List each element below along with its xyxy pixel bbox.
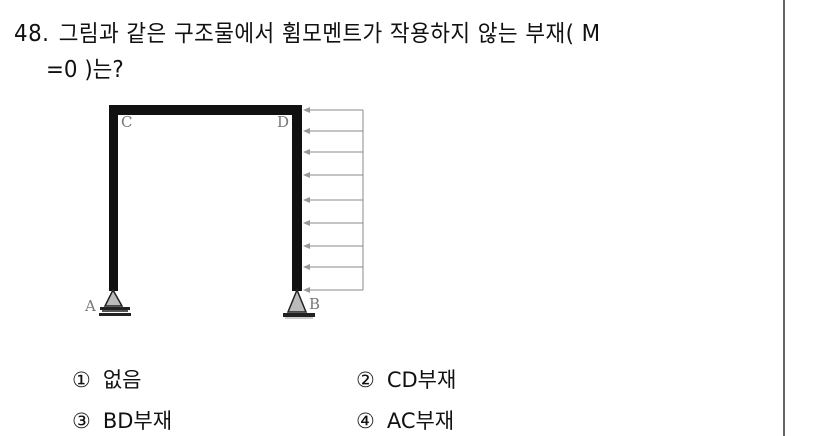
choice-4[interactable]: ④ AC부재 bbox=[356, 405, 454, 435]
choice-4-mark: ④ bbox=[356, 409, 375, 433]
label-b: B bbox=[309, 295, 320, 313]
member-cd bbox=[109, 105, 301, 115]
label-d: D bbox=[277, 113, 289, 131]
choice-1-label: 없음 bbox=[102, 368, 142, 392]
question-number: 48. bbox=[14, 21, 50, 47]
question-text-line1: 48. 그림과 같은 구조물에서 휨모멘트가 작용하지 않는 부재( M bbox=[14, 14, 601, 48]
choice-4-label: AC부재 bbox=[386, 409, 455, 433]
choice-2[interactable]: ② CD부재 bbox=[356, 364, 456, 394]
choice-3-label: BD부재 bbox=[102, 409, 173, 433]
structure-diagram: C D A B bbox=[70, 90, 390, 330]
choice-1-mark: ① bbox=[72, 368, 91, 392]
support-a-roller-icon bbox=[99, 288, 131, 316]
label-c: C bbox=[121, 113, 132, 131]
choice-1[interactable]: ① 없음 bbox=[72, 364, 141, 394]
support-b-pin-icon bbox=[283, 288, 315, 319]
choice-2-label: CD부재 bbox=[386, 368, 457, 392]
choice-3[interactable]: ③ BD부재 bbox=[72, 405, 172, 435]
question-text-line2: =0 )는? bbox=[46, 57, 124, 83]
member-ac bbox=[109, 105, 118, 291]
label-a: A bbox=[84, 297, 96, 315]
question-text: 그림과 같은 구조물에서 휨모멘트가 작용하지 않는 부재( M bbox=[58, 21, 601, 47]
member-bd bbox=[292, 105, 302, 291]
page-right-border bbox=[783, 0, 785, 436]
distributed-load-arrows bbox=[304, 109, 364, 291]
choice-3-mark: ③ bbox=[72, 409, 91, 433]
choice-2-mark: ② bbox=[356, 368, 375, 392]
